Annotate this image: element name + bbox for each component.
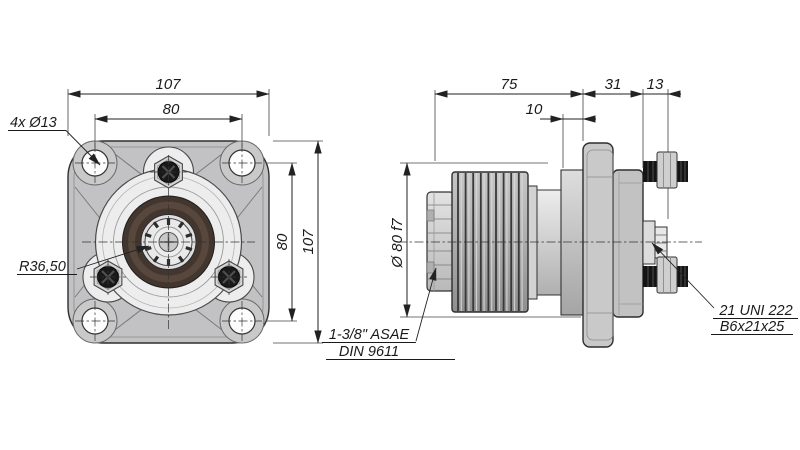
dim-pilot-diameter: Ø 80 f7 [389,162,411,318]
dim-shaft-protrusion-value: 13 [647,76,664,93]
mounting-stud-top [643,151,688,189]
dim-bolt-spacing-horizontal: 80 [94,101,243,123]
output-spline-label-line1: 21 UNI 222 [718,303,792,319]
dim-pilot-diameter-value: Ø 80 f7 [389,218,406,269]
dim-flange-thickness-value: 31 [605,76,622,93]
dim-overall-height-value: 107 [300,229,317,255]
dim-bolt-spacing-v-value: 80 [274,233,291,250]
hex-nut-top [656,151,678,189]
callout-input-spline: 1-3/8" ASAE DIN 9611 [322,267,455,360]
dim-pilot-length-value: 10 [526,101,543,118]
mounting-stud-bottom [643,256,688,294]
dim-pilot-length: 10 [526,101,596,123]
dim-flange-thickness: 31 [582,76,644,98]
callout-corner-holes: 4x Ø13 [8,115,101,166]
front-view [67,140,270,344]
hex-nut-bottom [656,256,678,294]
callout-output-spline: 21 UNI 222 B6x21x25 [651,242,798,335]
rear-boss [612,169,644,318]
dim-overall-height: 107 [300,140,322,344]
input-spline-label-line2: DIN 9611 [339,344,399,360]
dimensions: 107 80 80 107 4x Ø13 R36,50 75 [8,76,798,360]
dim-shaft-protrusion: 13 [643,76,681,98]
pitch-radius-label: R36,50 [19,259,66,275]
dim-body-length: 75 [434,76,584,98]
side-view [398,89,702,348]
output-spline-label-line2: B6x21x25 [720,319,785,335]
corner-holes-label: 4x Ø13 [10,115,57,131]
dim-body-length-value: 75 [501,76,518,93]
dim-bolt-spacing-h-value: 80 [163,101,180,118]
input-spline-label-line1: 1-3/8" ASAE [329,327,410,343]
flange-plate-side [582,142,614,348]
collar-ring [527,185,538,300]
shaft-cylinder [535,189,563,296]
input-shaft-spline [426,191,455,292]
dim-overall-width: 107 [67,76,270,98]
pilot-spigot [560,169,584,316]
dim-bolt-spacing-vertical: 80 [274,162,296,322]
callout-pitch-radius: R36,50 [17,245,150,275]
dim-overall-width-value: 107 [155,76,181,93]
